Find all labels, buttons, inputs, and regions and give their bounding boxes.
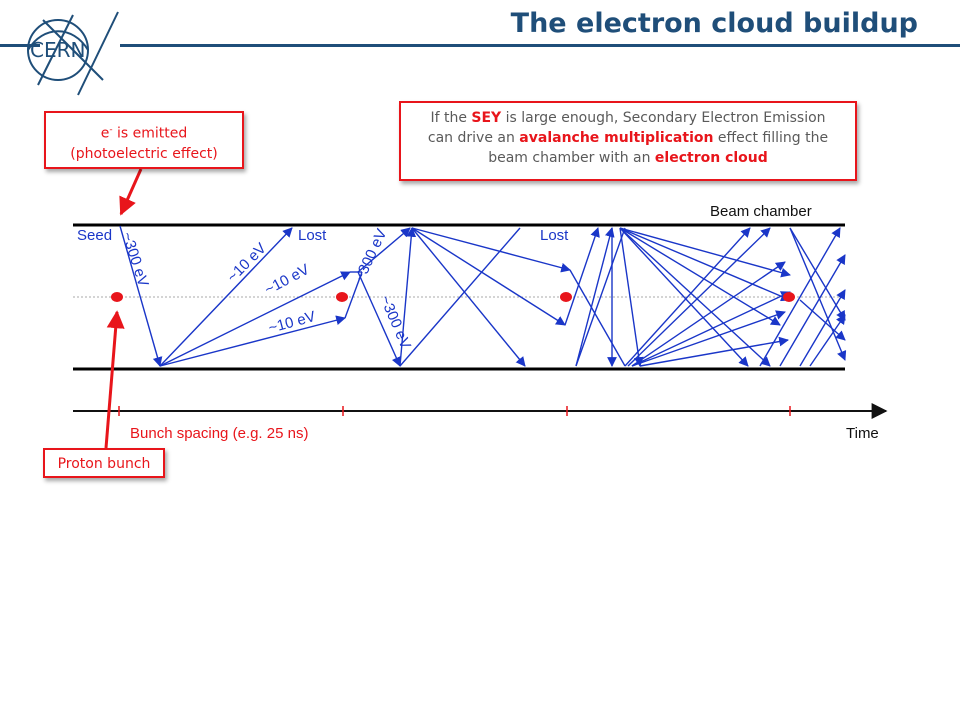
page-title: The electron cloud buildup [510,8,918,39]
sey-text: beam chamber with an [488,150,655,166]
proton-bunch [336,292,348,302]
electron-symbol: e [100,125,110,142]
seed-label: Seed [77,227,112,244]
electron-cloud-term: electron cloud [654,150,768,166]
lost-label: Lost [540,227,569,244]
sey-text: can drive an [427,130,520,146]
sey-text: effect filling the [713,130,829,146]
proton-bunch [111,292,123,302]
header-rule-right [120,44,960,47]
sey-text: If the [430,110,472,126]
energy-label: ~300 eV [118,230,152,289]
proton-bunch-text: Proton bunch [57,456,151,472]
proton-bunch [560,292,572,302]
energy-label: ~10 eV [267,308,318,337]
header-rule-left [0,44,40,47]
proton-bunch-callout: Proton bunch [43,448,165,478]
avalanche-term: avalanche multiplication [519,130,714,146]
proton-bunch [783,292,795,302]
emission-callout: e- is emitted (photoelectric effect) [44,111,244,169]
energy-label: ~300 eV [376,293,414,351]
proton-pointer-arrow [104,310,125,449]
bunch-spacing-label: Bunch spacing (e.g. 25 ns) [130,425,308,442]
electron-trajectories [119,225,847,367]
energy-label: ~10 eV [262,261,312,299]
emission-text: is emitted [112,125,188,142]
emission-explanation: (photoelectric effect) [70,145,218,162]
beam-chamber-label: Beam chamber [710,203,812,220]
sey-term: SEY [471,110,502,126]
cern-logo-text: CERN [30,38,85,62]
emit-pointer-arrow [119,168,143,216]
lost-label: Lost [298,227,327,244]
sey-text: is large enough, Secondary Electron Emis… [501,110,826,126]
cern-logo: CERN [27,11,119,96]
energy-label: ~300 eV [351,226,390,284]
energy-label: ~10 eV [224,240,270,286]
electron-charge: - [109,125,113,135]
time-label: Time [846,425,879,442]
sey-callout: If the SEY is large enough, Secondary El… [399,101,857,181]
